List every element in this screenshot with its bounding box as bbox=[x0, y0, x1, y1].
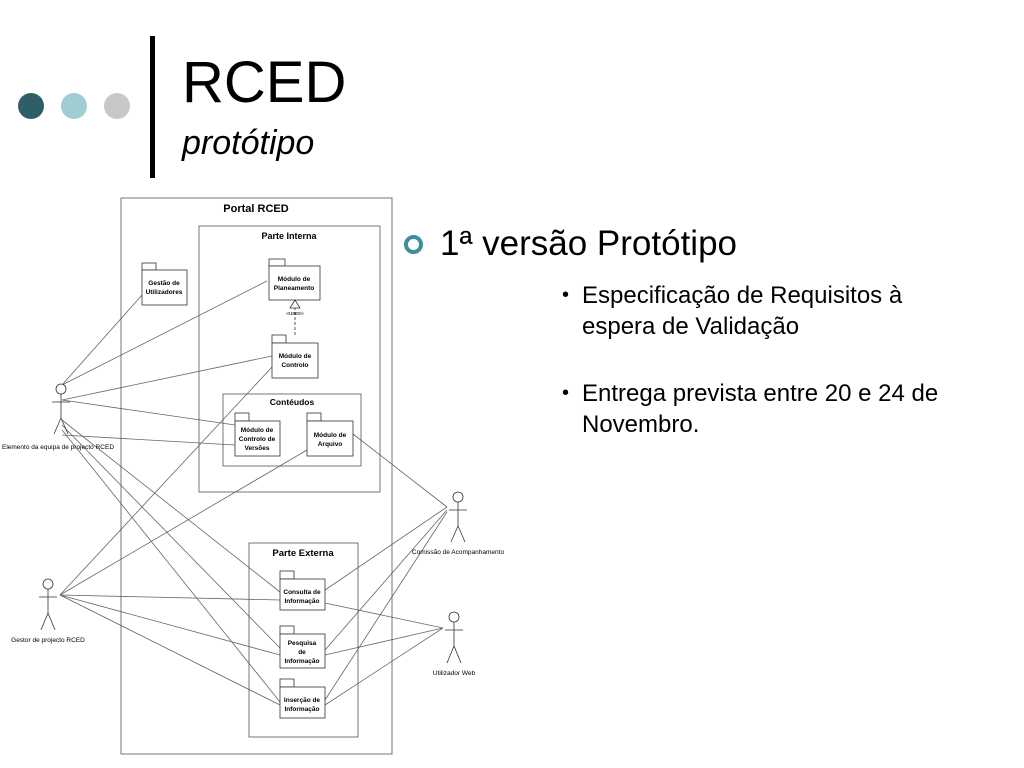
package-consulta-box bbox=[279, 578, 326, 611]
package-controlo-line-2: Controlo bbox=[281, 362, 308, 369]
package-insercao-box bbox=[279, 686, 326, 719]
actor-gestor-figure bbox=[39, 578, 57, 631]
package-arquivo-line-1: Módulo de bbox=[314, 432, 347, 439]
package-tab bbox=[279, 570, 295, 580]
uses-label: «uses» bbox=[286, 311, 304, 317]
package-tab bbox=[279, 625, 295, 635]
package-arquivo-line-2: Arquivo bbox=[318, 441, 343, 448]
bullet-dot-icon: • bbox=[562, 382, 570, 404]
actor-elemento-figure bbox=[52, 383, 70, 435]
package-tab bbox=[141, 262, 157, 271]
sub-bullet: • Especificação de Requisitos à espera d… bbox=[560, 280, 962, 342]
package-controlo-line-1: Módulo de bbox=[279, 353, 312, 360]
accent-dot-gray bbox=[104, 93, 130, 119]
bullet-dot-icon: • bbox=[562, 284, 570, 306]
actor-utilizador-figure bbox=[445, 611, 463, 664]
package-versoes-box bbox=[234, 420, 281, 457]
conteudos-label: Contéudos bbox=[270, 397, 315, 407]
package-tab bbox=[279, 678, 295, 688]
package-pesquisa-line-3: Informação bbox=[284, 658, 319, 665]
package-tab bbox=[234, 412, 250, 422]
actor-utilizador-label: Utilizador Web bbox=[433, 670, 476, 677]
package-pesquisa-line-2: de bbox=[298, 649, 306, 656]
uses-dependency bbox=[289, 299, 301, 335]
package-pesquisa-line-1: Pesquisa bbox=[288, 640, 317, 647]
package-planeamento-line-1: Módulo de bbox=[278, 276, 311, 283]
package-controlo-box bbox=[271, 342, 319, 379]
package-tab bbox=[271, 334, 287, 344]
sub-bullet: • Entrega prevista entre 20 e 24 de Nove… bbox=[560, 378, 962, 440]
actor-comissao-figure bbox=[449, 491, 467, 543]
accent-dot-teal bbox=[61, 93, 87, 119]
parte-interna-label: Parte Interna bbox=[261, 231, 317, 241]
package-versoes-line-1: Módulo de bbox=[241, 427, 274, 434]
parte-externa-label: Parte Externa bbox=[272, 548, 334, 559]
actor-comissao-label: Comissão de Acompanhamento bbox=[412, 549, 505, 556]
package-versoes-line-3: Versões bbox=[245, 445, 270, 452]
portal-boundary bbox=[120, 197, 393, 755]
title-divider bbox=[150, 36, 155, 178]
package-insercao-line-2: Informação bbox=[284, 706, 319, 713]
package-tab bbox=[306, 412, 322, 422]
package-tab bbox=[268, 258, 286, 267]
package-gestao-box bbox=[141, 269, 188, 306]
package-gestao-line-2: Utilizadores bbox=[146, 289, 183, 296]
slide-subtitle: protótipo bbox=[182, 124, 315, 162]
package-insercao-line-1: Inserção de bbox=[284, 697, 321, 704]
actor-gestor-label: Gestor de projecto RCED bbox=[11, 637, 85, 644]
bullet-ring-icon bbox=[404, 235, 423, 254]
parte-externa-boundary bbox=[248, 542, 359, 738]
sub-bullet-text: Entrega prevista entre 20 e 24 de Novemb… bbox=[582, 380, 939, 438]
package-gestao-line-1: Gestão de bbox=[148, 280, 180, 287]
parte-interna-boundary bbox=[198, 225, 381, 493]
conteudos-boundary bbox=[222, 393, 362, 467]
package-planeamento-line-2: Planeamento bbox=[274, 285, 314, 292]
bullet-main: 1ª versão Protótipo bbox=[400, 222, 1000, 266]
package-consulta-line-2: Informação bbox=[284, 598, 319, 605]
package-arquivo-box bbox=[306, 420, 354, 457]
actor-elemento-label: Elemento da equipa de projecto RCED bbox=[2, 444, 114, 451]
bullet-list: 1ª versão Protótipo • Especificação de R… bbox=[400, 222, 1000, 440]
bullet-main-text: 1ª versão Protótipo bbox=[440, 224, 738, 263]
use-case-diagram: Portal RCED Parte Interna Contéudos Part… bbox=[2, 197, 505, 755]
slide-title: RCED bbox=[182, 50, 347, 115]
accent-dot-dark bbox=[18, 93, 44, 119]
package-planeamento-box bbox=[268, 265, 321, 301]
package-versoes-line-2: Controlo de bbox=[239, 436, 276, 443]
association-lines bbox=[59, 280, 448, 706]
package-consulta-line-1: Consulta de bbox=[283, 589, 321, 596]
portal-label: Portal RCED bbox=[223, 203, 288, 215]
package-pesquisa-box bbox=[279, 633, 326, 669]
sub-bullet-text: Especificação de Requisitos à espera de … bbox=[582, 282, 903, 340]
